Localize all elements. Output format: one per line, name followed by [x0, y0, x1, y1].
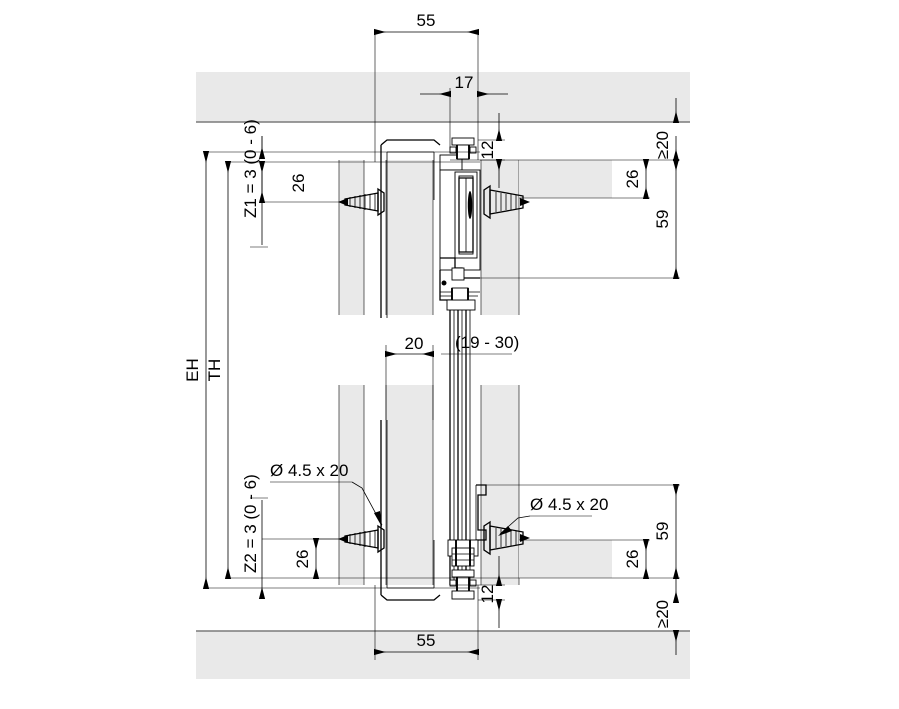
- dim-top-59: 59: [653, 159, 680, 279]
- dim-label-bottom-55: 55: [417, 631, 436, 650]
- dim-label-screw-right: Ø 4.5 x 20: [530, 495, 608, 514]
- dim-z1: Z1 = 3 (0 - 6): [241, 119, 268, 248]
- dim-eh: EH: [183, 151, 210, 589]
- dim-label-top-12: 12: [478, 141, 497, 160]
- dim-label-z1: Z1 = 3 (0 - 6): [241, 119, 260, 218]
- dim-top-12: 12: [478, 113, 503, 188]
- dim-th: TH: [205, 161, 232, 579]
- dim-label-top-17: 17: [455, 73, 474, 92]
- dim-label-panel-20: 20: [405, 334, 424, 353]
- dim-bottom-right-26: 26: [623, 539, 650, 579]
- upper-track-assembly: [380, 137, 481, 585]
- dim-z2: Z2 = 3 (0 - 6): [241, 474, 268, 599]
- dim-top-55: 55: [374, 11, 479, 36]
- dim-bottom-55: 55: [374, 631, 479, 656]
- dim-label-bottom-12: 12: [478, 585, 497, 604]
- dim-label-top-min20: ≥20: [653, 131, 672, 159]
- upper-door-leaf-panels: [338, 160, 520, 315]
- dim-label-th: TH: [205, 359, 224, 382]
- dim-bottom-59: 59: [653, 484, 680, 579]
- ceiling-slab: [196, 72, 690, 123]
- dim-label-bottom-left-26: 26: [293, 550, 312, 569]
- dim-top-17: 17: [420, 73, 508, 98]
- dim-bottom-12: 12: [478, 556, 503, 628]
- lower-guide-assembly: [380, 420, 487, 601]
- dim-label-screw-left: Ø 4.5 x 20: [270, 461, 348, 480]
- dim-top-left-26: 26: [258, 161, 308, 203]
- dim-top-right-26: 26: [623, 159, 650, 199]
- dim-label-top-left-26: 26: [289, 174, 308, 193]
- dim-label-top-59: 59: [653, 210, 672, 229]
- dim-bottom-left-26: 26: [293, 538, 345, 579]
- dim-label-panel-range: (19 - 30): [455, 333, 519, 352]
- dim-label-bottom-min20: ≥20: [653, 600, 672, 628]
- dim-label-bottom-right-26: 26: [623, 550, 642, 569]
- dim-label-top-right-26: 26: [623, 170, 642, 189]
- dim-bottom-min20: ≥20: [653, 578, 680, 655]
- dim-label-z2: Z2 = 3 (0 - 6): [241, 474, 260, 573]
- label-screw-right: Ø 4.5 x 20: [498, 495, 608, 536]
- floor-slab: [196, 630, 690, 679]
- dim-panel-20: 20: [385, 334, 434, 358]
- dim-top-min20: ≥20: [653, 98, 680, 161]
- right-reference-blocks: [519, 160, 612, 578]
- screw-upper-right: [483, 184, 530, 220]
- label-screw-left: Ø 4.5 x 20: [270, 461, 383, 527]
- dim-label-eh: EH: [183, 358, 202, 382]
- dim-label-top-55: 55: [417, 11, 436, 30]
- label-panel-range: (19 - 30): [441, 333, 519, 355]
- dim-label-bottom-59: 59: [653, 522, 672, 541]
- extension-lines: [206, 32, 680, 660]
